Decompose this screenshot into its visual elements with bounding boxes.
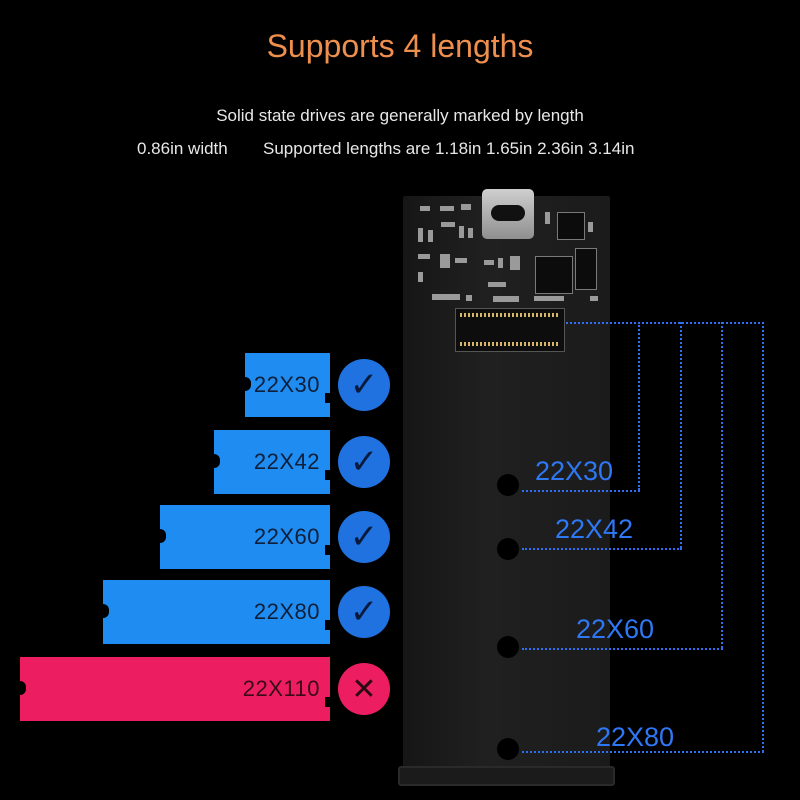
small-chip [575,248,597,290]
m2-slot [455,308,565,352]
card-label: 22X30 [253,372,320,397]
page-title: Supports 4 lengths [266,28,534,64]
check-icon: ✓ [338,359,390,411]
ssd-card-22x42: 22X42 [214,430,331,494]
card-label: 22X110 [242,676,320,701]
screw-hole [497,738,519,760]
length-label-22x60: 22X60 [576,614,655,644]
ssd-card-22x80: 22X80 [103,580,331,644]
usb-c-port [482,189,534,239]
cross-icon: ✕ [338,663,390,715]
length-label-22x30: 22X30 [535,456,614,486]
width-text: 0.86in width [137,139,228,158]
enclosure-base [398,766,615,786]
card-label: 22X80 [253,599,320,624]
screw-hole [497,636,519,658]
check-icon: ✓ [338,436,390,488]
lengths-text: Supported lengths are 1.18in 1.65in 2.36… [263,139,635,158]
card-label: 22X60 [253,524,320,549]
controller-chip [535,256,573,294]
screw-hole [497,474,519,496]
screw-hole [497,538,519,560]
ssd-card-22x30: 22X30 [245,353,331,417]
check-icon: ✓ [338,511,390,563]
ssd-card-22x60: 22X60 [160,505,331,569]
length-label-22x80: 22X80 [596,722,675,752]
length-label-22x42: 22X42 [555,514,634,544]
card-label: 22X42 [253,449,320,474]
subtitle-line: Solid state drives are generally marked … [216,106,584,125]
check-icon: ✓ [338,586,390,638]
ssd-card-22x110: 22X110 [20,657,331,721]
small-chip [557,212,585,240]
